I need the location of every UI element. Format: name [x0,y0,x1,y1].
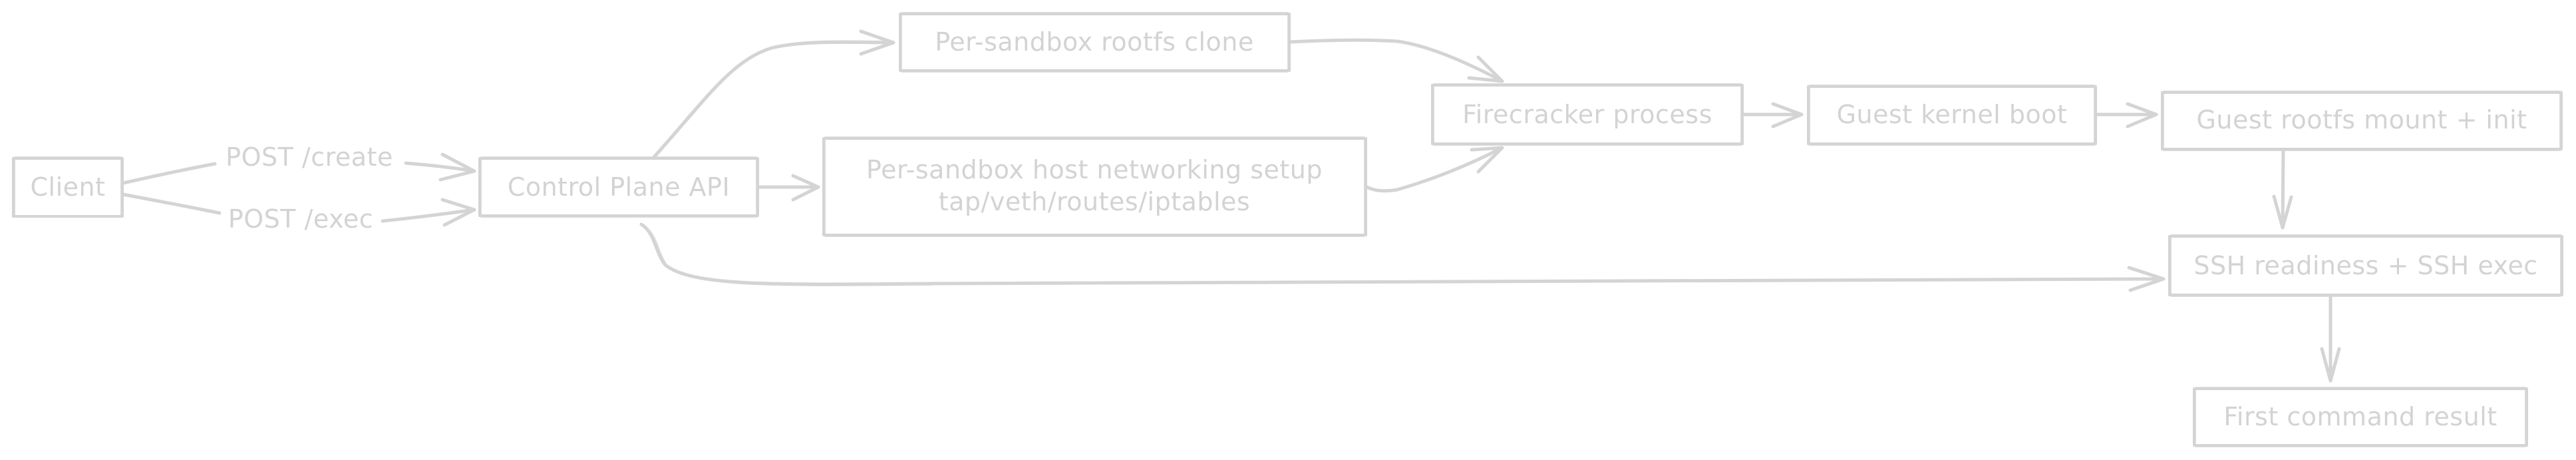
node-label: Per-sandbox rootfs clone [935,27,1254,57]
edge-ssh-result [2320,294,2341,383]
arrowhead-icon [2126,102,2158,128]
edge-api-rootfs-clone [651,29,895,160]
edge-client-api-create [121,152,476,185]
node-client[interactable]: Client [12,156,124,218]
arrowhead-icon [791,174,820,202]
arrowhead-icon [1470,146,1504,174]
arrowhead-icon [2272,194,2293,230]
node-firecracker-process[interactable]: Firecracker process [1431,83,1744,146]
edge-client-api-exec [121,192,476,227]
arrowhead-icon [1467,55,1504,83]
node-label: SSH readiness + SSH exec [2193,251,2537,280]
node-sublabel: tap/veth/routes/iptables [939,187,1250,216]
edge-rootfs-clone-firecracker [1289,38,1504,83]
node-guest-rootfs-mount[interactable]: Guest rootfs mount + init [2161,91,2563,151]
node-rootfs-clone[interactable]: Per-sandbox rootfs clone [899,12,1291,73]
edge-rootfs-mount-ssh [2272,148,2293,230]
arrowhead-icon [440,198,476,227]
edge-label-post-create: POST /create [226,142,393,172]
arrowhead-icon [2320,347,2341,383]
node-label: Guest kernel boot [1837,100,2068,129]
node-label: Guest rootfs mount + init [2196,105,2527,134]
edge-api-networking [756,174,820,202]
edge-networking-firecracker [1364,146,1504,193]
node-label: First command result [2223,402,2497,431]
arrowhead-icon [2127,266,2166,292]
node-label: Per-sandbox host networking setup [866,155,1323,184]
node-label: Firecracker process [1462,100,1712,129]
arrowhead-icon [438,152,476,182]
node-ssh-readiness[interactable]: SSH readiness + SSH exec [2168,234,2563,297]
arrowhead-icon [1771,102,1804,128]
node-guest-kernel-boot[interactable]: Guest kernel boot [1807,85,2097,146]
arrowhead-icon [859,29,895,56]
node-label: Control Plane API [508,172,730,202]
node-host-networking[interactable]: Per-sandbox host networking setup tap/ve… [822,136,1367,237]
node-label: Client [30,172,105,202]
edge-kernel-boot-rootfs-mount [2095,102,2158,128]
edge-label-post-exec: POST /exec [228,204,373,234]
edge-firecracker-kernel-boot [1741,102,1804,128]
node-control-plane-api[interactable]: Control Plane API [478,156,759,218]
node-first-command-result[interactable]: First command result [2193,387,2528,447]
edge-api-ssh [639,222,2166,292]
